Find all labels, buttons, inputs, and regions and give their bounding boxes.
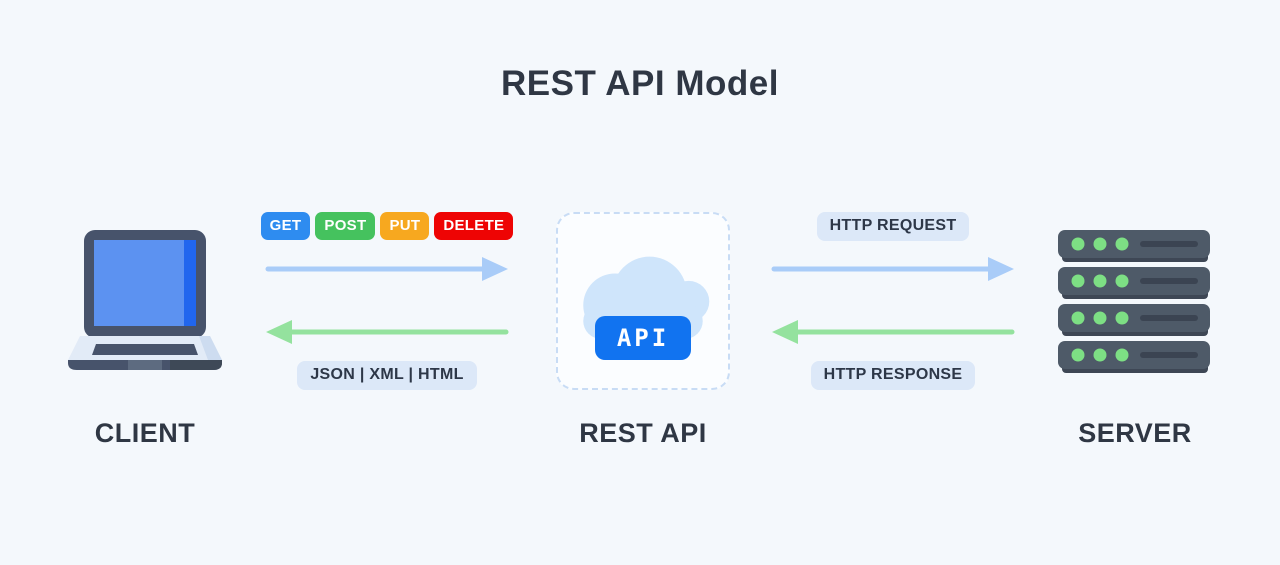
server-label: SERVER bbox=[1078, 418, 1192, 448]
client-label: CLIENT bbox=[94, 418, 196, 448]
method-badge-post: POST bbox=[315, 212, 376, 240]
http-request-label: HTTP REQUEST bbox=[816, 212, 970, 241]
response-formats-label: JSON | XML | HTML bbox=[297, 361, 477, 390]
rest-api-label: REST API bbox=[579, 418, 707, 448]
method-badge-get: GET bbox=[260, 212, 311, 240]
http-method-badges: GET POST PUT DELETE bbox=[260, 212, 514, 240]
method-badge-delete: DELETE bbox=[434, 212, 514, 240]
arrow-left-icon bbox=[264, 319, 510, 345]
arrow-right-icon bbox=[770, 256, 1016, 282]
method-badge-put: PUT bbox=[380, 212, 430, 240]
laptop-icon bbox=[66, 230, 224, 370]
server-icon bbox=[1058, 230, 1212, 373]
api-chip: API bbox=[595, 316, 691, 360]
arrow-left-icon bbox=[770, 319, 1016, 345]
http-response-label: HTTP RESPONSE bbox=[810, 361, 976, 390]
arrow-right-icon bbox=[264, 256, 510, 282]
page-title: REST API Model bbox=[501, 64, 779, 103]
rest-api-box: API bbox=[556, 212, 730, 390]
